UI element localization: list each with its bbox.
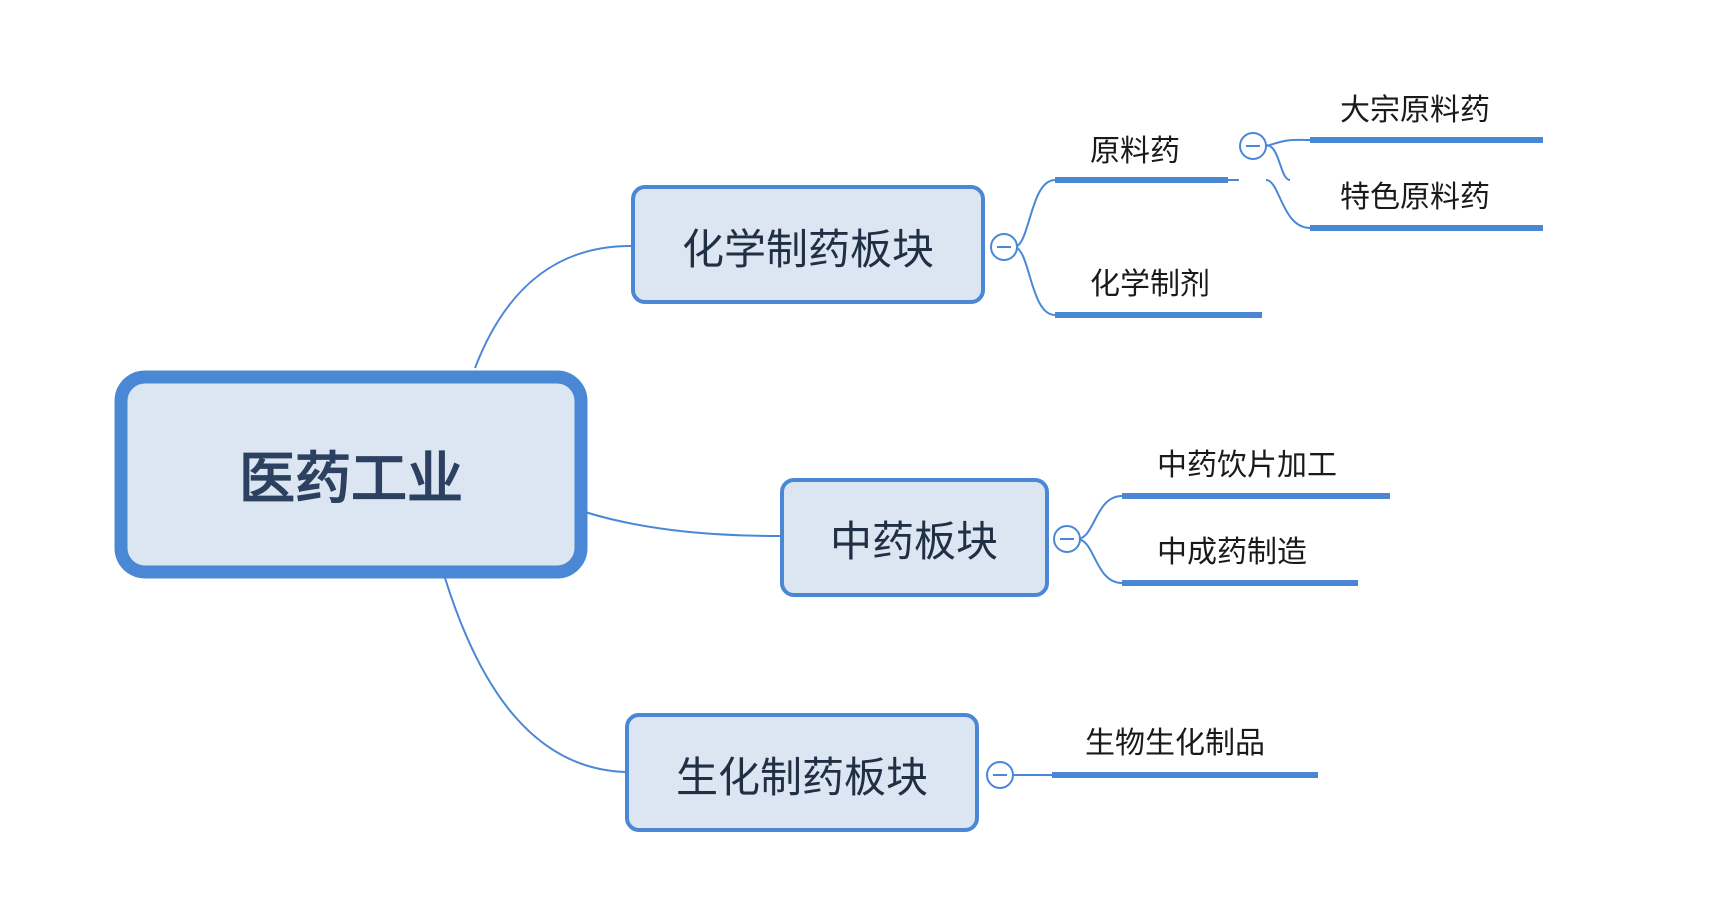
root-node[interactable]: 医药工业 [114, 370, 588, 579]
collapse-toggle-api[interactable] [1239, 132, 1267, 160]
leaf-bulk-api[interactable]: 大宗原料药 [1310, 93, 1543, 143]
leaf-chem-formulation-label: 化学制剂 [1090, 267, 1210, 302]
collapse-toggle-tcm[interactable] [1053, 525, 1081, 553]
connector-chem-api [1013, 179, 1056, 248]
leaf-bio-products-label: 生物生化制品 [1085, 726, 1265, 761]
connector-tcm-patent [1076, 538, 1123, 584]
leaf-bulk-api-label: 大宗原料药 [1340, 93, 1490, 128]
main-topic-chem[interactable]: 化学制药板块 [631, 185, 985, 304]
leaf-chem-formulation[interactable]: 化学制剂 [1055, 267, 1262, 318]
main-topic-bio-label: 生化制药板块 [676, 753, 928, 802]
collapse-toggle-chem[interactable] [990, 233, 1018, 261]
leaf-tcm-patent[interactable]: 中成药制造 [1122, 535, 1358, 586]
connector-root-tcm [584, 511, 783, 537]
leaf-tcm-pieces-label: 中药饮片加工 [1157, 448, 1337, 483]
subtopic-api[interactable]: 原料药 [1055, 134, 1228, 183]
leaf-special-api[interactable]: 特色原料药 [1310, 180, 1543, 231]
connector-api-special [1265, 179, 1311, 229]
root-label: 医药工业 [239, 447, 463, 512]
connector-root-chem [474, 244, 634, 369]
connector-api-bulk [1265, 144, 1291, 181]
connector-root-bio [444, 577, 628, 773]
connectors [444, 138, 1311, 776]
collapse-toggle-bio[interactable] [986, 761, 1014, 789]
leaf-tcm-pieces[interactable]: 中药饮片加工 [1122, 448, 1390, 499]
main-topic-tcm-label: 中药板块 [830, 517, 998, 566]
connector-api-bulk-b [1266, 138, 1311, 147]
main-topic-chem-label: 化学制药板块 [682, 225, 934, 274]
leaf-special-api-label: 特色原料药 [1340, 180, 1490, 215]
connector-chem-formulation [1013, 246, 1056, 316]
leaf-tcm-patent-label: 中成药制造 [1157, 535, 1307, 570]
leaf-bio-products[interactable]: 生物生化制品 [1052, 726, 1318, 778]
main-topic-bio[interactable]: 生化制药板块 [625, 713, 979, 832]
subtopic-api-label: 原料药 [1090, 134, 1180, 169]
connector-tcm-pieces [1076, 495, 1123, 540]
main-topic-tcm[interactable]: 中药板块 [780, 478, 1049, 597]
